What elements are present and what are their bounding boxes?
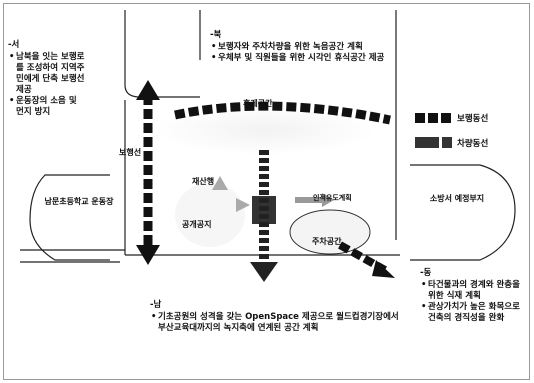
label-school: 남문초등학교 운동장	[44, 197, 114, 206]
label-public: 공개공지	[182, 220, 212, 229]
east-note-title: -동	[420, 268, 432, 278]
north-note-item: 보행자와 주차차량을 위한 녹음공간 계획	[211, 42, 460, 53]
label-jaesan: 재산행	[192, 177, 215, 186]
fire-station-outline	[410, 164, 516, 261]
school-outline	[29, 174, 110, 261]
west-note-title: -서	[8, 40, 20, 50]
arrow-up-icon-small	[212, 176, 228, 190]
south-note: -남 기초공원의 성격을 갖는 OpenSpace 제공으로 월드컵경기장에서 …	[150, 300, 400, 334]
south-note-title: -남	[150, 300, 162, 310]
east-note-item: 관상가치가 높은 화목으로 건축의 경직성을 완화	[421, 302, 520, 324]
west-note: -서 남북을 잇는 보행로를 조성하여 지역주민에게 단축 보행선 제공 운동장…	[8, 40, 86, 118]
west-note-item: 남북을 잇는 보행로를 조성하여 지역주민에게 단축 보행선 제공	[9, 52, 86, 96]
label-top-green: 휴게공간	[243, 99, 273, 108]
legend-swatches	[415, 113, 452, 148]
east-oval-shape	[289, 209, 371, 255]
south-note-item: 기초공원의 성격을 갖는 OpenSpace 제공으로 월드컵경기장에서 부산교…	[151, 312, 400, 334]
pedestrian-path-top	[174, 101, 391, 125]
arrow-right-icon-small	[236, 198, 250, 212]
label-fire-station: 소방서 예정부지	[429, 194, 485, 203]
north-note-item: 우체부 및 직원들을 위한 시각인 휴식공간 제공	[211, 53, 460, 64]
east-note-item: 타건물과의 경계와 완충을 위한 식재 계획	[421, 280, 520, 302]
arrow-up-icon	[136, 80, 160, 100]
west-oval-shape	[175, 183, 245, 247]
legend-pedestrian-label: 보행동선	[457, 114, 489, 124]
diagram-frame	[3, 3, 530, 380]
east-note: -동 타건물과의 경계와 완충을 위한 식재 계획 관상가치가 높은 화목으로 …	[420, 268, 520, 324]
west-note-item: 운동장의 소음 및 먼지 방지	[9, 96, 86, 118]
arrow-right-icon-grey	[322, 193, 334, 207]
arrow-down-icon-center	[250, 262, 278, 282]
label-east-oval: 인적유도계획	[313, 194, 352, 202]
legend-vehicle-label: 차량동선	[457, 139, 489, 149]
arrow-down-icon	[136, 245, 160, 265]
arrow-right-icon	[372, 260, 395, 278]
label-pedestrian-left: 보행선	[119, 148, 142, 157]
label-east-block: 주차공간	[312, 237, 342, 246]
north-note-title: -북	[210, 30, 222, 40]
north-note: -북 보행자와 주차차량을 위한 녹음공간 계획 우체부 및 직원들을 위한 시…	[210, 30, 460, 64]
green-band	[155, 105, 375, 155]
